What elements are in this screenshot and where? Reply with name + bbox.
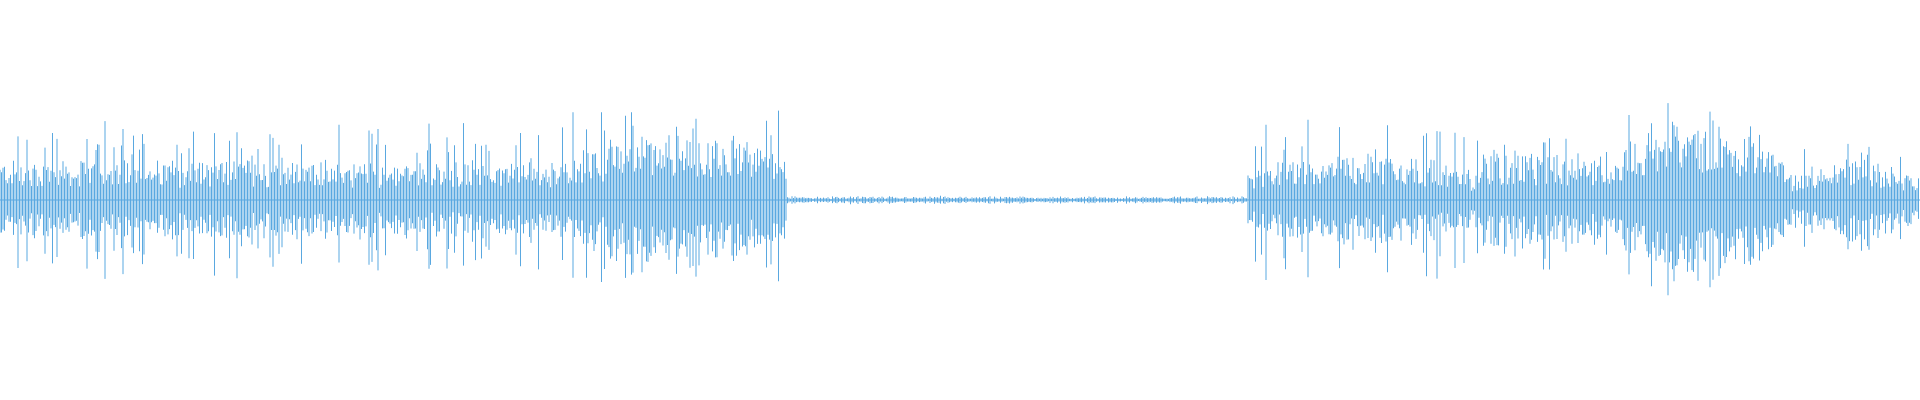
waveform-samples — [0, 103, 1919, 296]
waveform-path — [0, 103, 1919, 296]
